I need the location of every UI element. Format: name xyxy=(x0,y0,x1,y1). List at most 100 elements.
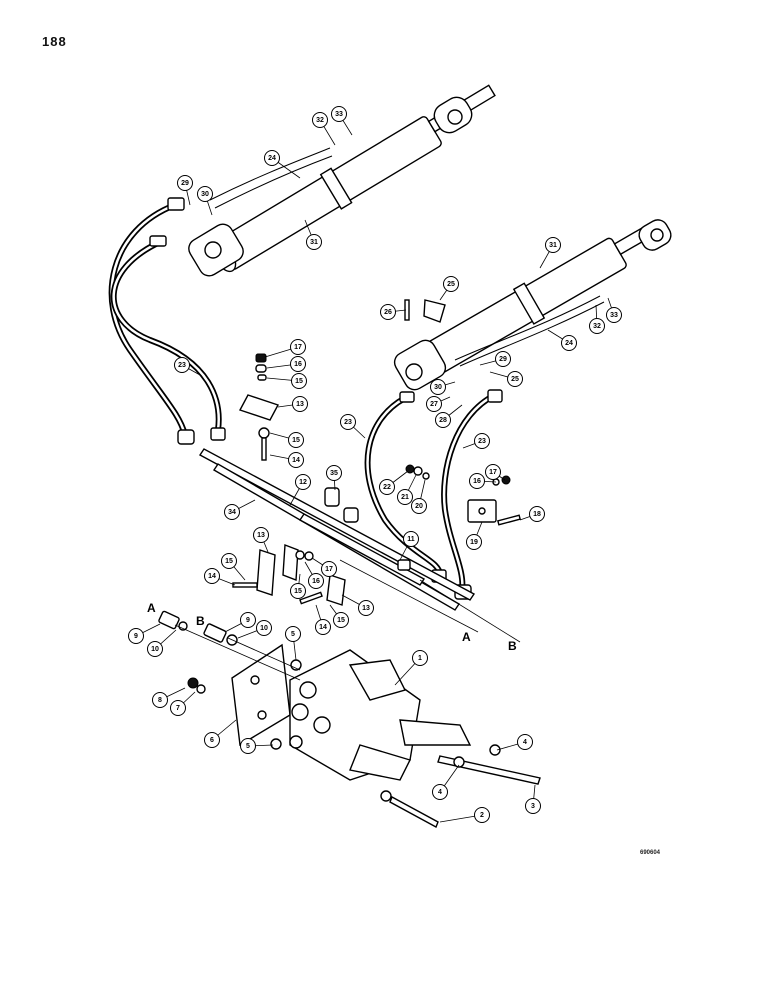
callout-c23c: 23 xyxy=(474,433,490,449)
callout-label: 10 xyxy=(151,646,159,653)
lower-cylinder xyxy=(393,219,672,391)
callout-label: 15 xyxy=(337,617,345,624)
callout-label: 17 xyxy=(325,566,333,573)
callout-label: 16 xyxy=(473,478,481,485)
callout-label: 28 xyxy=(439,417,447,424)
callout-label: 29 xyxy=(181,180,189,187)
callout-c15b: 15 xyxy=(288,432,304,448)
callout-c9b: 9 xyxy=(240,612,256,628)
callout-c9a: 9 xyxy=(128,628,144,644)
callout-c4a: 4 xyxy=(517,734,533,750)
callout-c31b: 31 xyxy=(545,237,561,253)
callout-label: 13 xyxy=(257,532,265,539)
callout-label: 6 xyxy=(210,737,214,744)
clamps-and-hardware xyxy=(232,299,522,606)
callout-c13a: 13 xyxy=(292,396,308,412)
callout-label: 4 xyxy=(438,789,442,796)
callout-c23b: 23 xyxy=(340,414,356,430)
callout-c30b: 30 xyxy=(430,379,446,395)
callout-label: 3 xyxy=(531,803,535,810)
callout-c11: 11 xyxy=(403,531,419,547)
callout-c10b: 10 xyxy=(256,620,272,636)
callout-c14c: 14 xyxy=(315,619,331,635)
callout-label: 33 xyxy=(610,312,618,319)
callout-c29a: 29 xyxy=(177,175,193,191)
callout-label: 23 xyxy=(344,419,352,426)
callout-c18: 18 xyxy=(529,506,545,522)
callout-label: 20 xyxy=(415,503,423,510)
callout-label: 9 xyxy=(134,633,138,640)
callout-label: 9 xyxy=(246,617,250,624)
callout-label: 32 xyxy=(593,323,601,330)
callout-label: 14 xyxy=(208,573,216,580)
callout-label: 15 xyxy=(295,378,303,385)
callout-c13c: 13 xyxy=(358,600,374,616)
callout-c5a: 5 xyxy=(285,626,301,642)
callout-c32a: 32 xyxy=(312,112,328,128)
callout-c30a: 30 xyxy=(197,186,213,202)
callout-c12: 12 xyxy=(295,474,311,490)
callout-c6: 6 xyxy=(204,732,220,748)
callout-label: 11 xyxy=(407,536,415,543)
callout-label: 18 xyxy=(533,511,541,518)
callout-label: 12 xyxy=(299,479,307,486)
page-number: 188 xyxy=(42,34,67,49)
callout-c15a: 15 xyxy=(291,373,307,389)
tee-block xyxy=(467,499,497,523)
callout-label: 33 xyxy=(335,111,343,118)
callout-label: 15 xyxy=(225,558,233,565)
callout-label: 32 xyxy=(316,117,324,124)
callout-label: 14 xyxy=(292,457,300,464)
callout-label: 23 xyxy=(178,362,186,369)
callout-label: 15 xyxy=(292,437,300,444)
callout-c15e: 15 xyxy=(333,612,349,628)
callout-c31a: 31 xyxy=(306,234,322,250)
callout-c16a: 16 xyxy=(290,356,306,372)
callout-label: 15 xyxy=(294,588,302,595)
callout-c20: 20 xyxy=(411,498,427,514)
callout-label: 29 xyxy=(499,356,507,363)
callout-c15d: 15 xyxy=(290,583,306,599)
callout-c16b: 16 xyxy=(308,573,324,589)
callout-c34: 34 xyxy=(224,504,240,520)
callout-c24b: 24 xyxy=(561,335,577,351)
callout-c4b: 4 xyxy=(432,784,448,800)
callout-c19: 19 xyxy=(466,534,482,550)
callout-label: 16 xyxy=(312,578,320,585)
callout-label: 24 xyxy=(268,155,276,162)
callout-label: 31 xyxy=(310,239,318,246)
callout-label: 24 xyxy=(565,340,573,347)
control-valve xyxy=(231,643,472,781)
callout-c2: 2 xyxy=(474,807,490,823)
callout-label: 8 xyxy=(158,697,162,704)
tubes xyxy=(198,448,476,611)
callout-c1: 1 xyxy=(412,650,428,666)
callout-label: 26 xyxy=(384,309,392,316)
callout-label: 2 xyxy=(480,812,484,819)
callout-c23a: 23 xyxy=(174,357,190,373)
upper-cylinder xyxy=(188,84,496,277)
callout-label: 30 xyxy=(434,384,442,391)
line-a-b-leaders xyxy=(174,559,521,681)
callout-label: 30 xyxy=(201,191,209,198)
callout-label: 17 xyxy=(489,469,497,476)
callout-c25a: 25 xyxy=(443,276,459,292)
callout-label: 31 xyxy=(549,242,557,249)
callout-c21: 21 xyxy=(397,489,413,505)
callout-c16c: 16 xyxy=(469,473,485,489)
callout-c33b: 33 xyxy=(606,307,622,323)
callout-c28: 28 xyxy=(435,412,451,428)
callout-label: 5 xyxy=(246,743,250,750)
port-fittings xyxy=(158,610,238,646)
callout-c17b: 17 xyxy=(321,561,337,577)
hoses xyxy=(108,202,498,593)
callout-c7: 7 xyxy=(170,700,186,716)
marker-a-valve: A xyxy=(147,601,156,615)
callout-c10a: 10 xyxy=(147,641,163,657)
callout-c14b: 14 xyxy=(204,568,220,584)
callout-label: 35 xyxy=(330,470,338,477)
callout-c25b: 25 xyxy=(507,371,523,387)
callout-label: 27 xyxy=(430,401,438,408)
callout-c3: 3 xyxy=(525,798,541,814)
